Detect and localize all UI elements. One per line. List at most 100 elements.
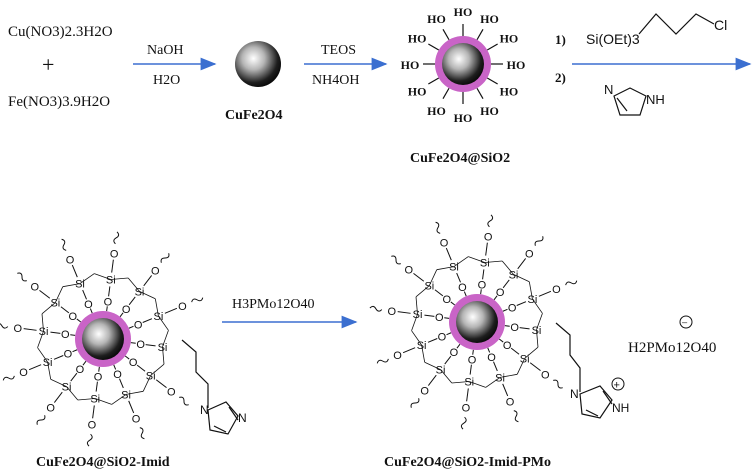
oxygen-atom: O	[151, 266, 160, 278]
oxygen-atom: O	[122, 304, 131, 316]
oxygen-atom: O	[420, 385, 429, 397]
oxygen-atom: O	[84, 299, 93, 311]
oxygen-atom: O	[404, 265, 413, 277]
oxygen-atom: O	[66, 255, 75, 267]
imidazole-n: N	[604, 82, 613, 97]
oxygen-atom: O	[64, 349, 73, 361]
product3-label: CuFe2O4@SiO2-Imid	[36, 455, 170, 470]
step3-num1: 1)	[555, 32, 566, 47]
hydroxyl-group: HO	[500, 85, 519, 99]
oxygen-atom: O	[30, 282, 39, 294]
silicon-atom: Si	[436, 365, 446, 377]
propyl-chain	[638, 13, 715, 35]
oxygen-atom: O	[438, 332, 447, 344]
oxygen-atom: O	[503, 340, 512, 352]
silicon-atom: Si	[90, 393, 100, 405]
oxygen-atom: O	[478, 279, 487, 291]
oxygen-atom: O	[443, 294, 452, 306]
silicon-atom: Si	[520, 353, 530, 365]
reagent-copper-nitrate: Cu(NO3)2.3H2O	[8, 24, 113, 40]
oxygen-atom: O	[136, 339, 145, 351]
arrow-step4-above: H3PMo12O40	[232, 297, 314, 312]
oxygen-atom: O	[88, 419, 97, 431]
reagent-iron-nitrate: Fe(NO3)3.9H2O	[8, 94, 110, 110]
cufe2o4-particle	[235, 41, 281, 87]
oxygen-atom: O	[450, 347, 459, 359]
hydroxyl-group: HO	[401, 58, 420, 72]
imidazole-arm: N N	[181, 339, 247, 435]
oxygen-atom: O	[468, 355, 477, 367]
hydroxyl-group: HO	[454, 111, 473, 125]
hydroxyl-group: HO	[480, 12, 499, 26]
oxygen-atom: O	[393, 350, 402, 362]
imidazole-nh: NH	[646, 92, 665, 107]
oxygen-atom: O	[69, 311, 78, 323]
counter-anion: H2PMo12O40	[628, 340, 716, 356]
oxygen-atom: O	[510, 322, 519, 334]
silicon-atom: Si	[495, 372, 505, 384]
oxygen-atom: O	[61, 329, 70, 341]
oxygen-atom: O	[435, 312, 444, 324]
oxygen-atom: O	[178, 301, 187, 313]
silicon-atom: Si	[121, 389, 131, 401]
silicon-atom: Si	[106, 275, 116, 287]
cufe2o4-sio2-imid-pmo-particle: OSiOOSiOOSiOOSiOSiOOSiOOSiOOSiOOSiOOSiOO…	[369, 214, 716, 430]
hydroxyl-group: HO	[507, 58, 526, 72]
arrow-step2-below: NH4OH	[312, 73, 359, 88]
oxygen-atom: O	[134, 319, 143, 331]
silicon-atom: Si	[146, 370, 156, 382]
silicon-atom: Si	[464, 376, 474, 388]
silicon-atom: Si	[75, 279, 85, 291]
oxygen-atom: O	[132, 413, 141, 425]
oxygen-atom: O	[387, 306, 396, 318]
plus-sign: +	[42, 52, 54, 77]
oxygen-atom: O	[541, 369, 550, 381]
oxygen-atom: O	[76, 364, 85, 376]
arrow-step2: TEOS NH4OH	[304, 43, 388, 88]
oxygen-atom: O	[496, 287, 505, 299]
oxygen-atom: O	[525, 249, 534, 261]
arrow-step3: 1) 2) Si(OEt)3 Cl NH N	[555, 13, 752, 116]
imidazolium-n: N	[570, 387, 579, 401]
silicon-atom: Si	[62, 382, 72, 394]
oxygen-atom: O	[508, 302, 517, 314]
arrow-step1: NaOH H2O	[133, 43, 217, 88]
product4-label: CuFe2O4@SiO2-Imid-PMo	[384, 455, 551, 470]
imidazole-reagent: NH N	[604, 82, 665, 116]
silicon-atom: Si	[449, 262, 459, 274]
oxygen-atom: O	[552, 284, 561, 296]
silicon-atom: Si	[154, 311, 164, 323]
silicon-atom: Si	[424, 281, 434, 293]
oxygen-atom: O	[110, 249, 119, 261]
imid-n2: N	[238, 411, 247, 425]
arrow-step1-below: H2O	[153, 73, 180, 88]
oxygen-atom: O	[458, 282, 467, 294]
imid-n1: N	[200, 403, 209, 417]
silicon-atom: Si	[509, 269, 519, 281]
oxygen-atom: O	[440, 238, 449, 250]
oxygen-atom: O	[484, 232, 493, 244]
hydroxyl-group: HO	[427, 12, 446, 26]
oxygen-atom: O	[13, 323, 22, 335]
cufe2o4-sio2-imid-particle: OSiOOSiOOSiOOSiOSiOOSiOOSiOOSiOOSiOOSiOO…	[0, 231, 247, 447]
silicon-atom: Si	[50, 298, 60, 310]
oxygen-atom: O	[506, 396, 515, 408]
hydroxyl-group: HO	[500, 32, 519, 46]
arrow-step1-above: NaOH	[147, 43, 184, 58]
oxygen-atom: O	[462, 402, 471, 414]
silicon-atom: Si	[528, 294, 538, 306]
hydroxyl-group: HO	[427, 104, 446, 118]
silicon-atom: Si	[135, 286, 145, 298]
oxygen-atom: O	[113, 369, 122, 381]
oxygen-atom: O	[487, 352, 496, 364]
step1-reagents: Cu(NO3)2.3H2O + Fe(NO3)3.9H2O	[8, 24, 113, 110]
chloride-label: Cl	[714, 17, 727, 33]
anion-minus-sign: −	[682, 318, 688, 330]
hydroxyl-group: HO	[480, 104, 499, 118]
oxygen-atom: O	[167, 386, 176, 398]
product2-label: CuFe2O4@SiO2	[410, 151, 510, 166]
arrow-step2-above: TEOS	[321, 43, 356, 58]
oxygen-atom: O	[129, 357, 138, 369]
